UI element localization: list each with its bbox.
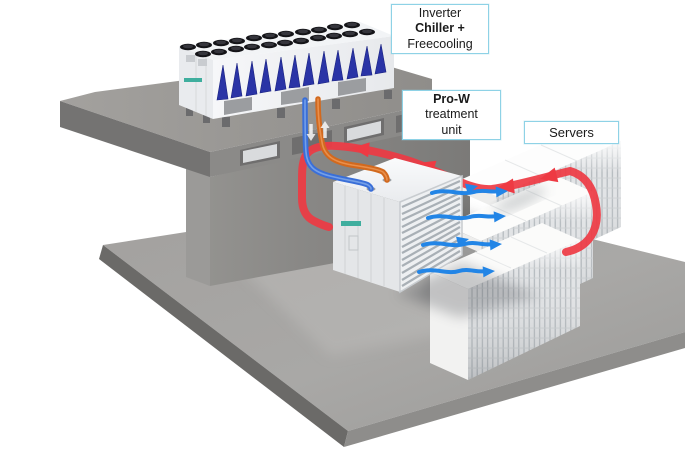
down-arrow-icon bbox=[306, 134, 316, 141]
chiller-label: Inverter Chiller + Freecooling bbox=[391, 4, 489, 54]
label-line: treatment bbox=[425, 107, 478, 122]
cold-air-supply-arrows bbox=[417, 183, 508, 278]
unit-door-handle bbox=[348, 235, 359, 251]
chiller-unit bbox=[179, 21, 394, 127]
chiller-brand-logo bbox=[184, 78, 202, 82]
warm-return-pipe bbox=[315, 96, 390, 183]
label-line: unit bbox=[441, 122, 462, 137]
servers-label: Servers bbox=[524, 121, 619, 144]
label-line: Freecooling bbox=[407, 36, 473, 51]
pier-end-face bbox=[186, 163, 210, 286]
label-line: Servers bbox=[549, 124, 594, 140]
unit-left-face bbox=[333, 182, 400, 292]
label-line: Pro-W bbox=[433, 92, 470, 107]
treatment-unit-label: Pro-W treatment unit bbox=[402, 90, 501, 140]
unit-top-face bbox=[333, 158, 462, 202]
up-arrow-icon bbox=[320, 121, 330, 128]
treatment-unit bbox=[333, 158, 463, 294]
cold-flow-arrowheads bbox=[456, 183, 508, 278]
chiller-coil-triangles bbox=[216, 43, 387, 101]
chiller-skirt-bays bbox=[224, 78, 366, 115]
label-line: Inverter bbox=[418, 6, 462, 21]
unit-ground-shadow bbox=[396, 262, 540, 318]
unit-brand-logo bbox=[341, 221, 361, 226]
roof-front-edge bbox=[60, 101, 210, 177]
pipe-direction-arrows bbox=[306, 121, 330, 141]
chiller-fan-array bbox=[180, 21, 375, 58]
chiller-legs bbox=[186, 90, 392, 127]
label-line: Chiller + bbox=[415, 21, 465, 36]
cold-supply-pipe bbox=[302, 97, 374, 192]
chiller-coil-panel bbox=[213, 36, 394, 119]
